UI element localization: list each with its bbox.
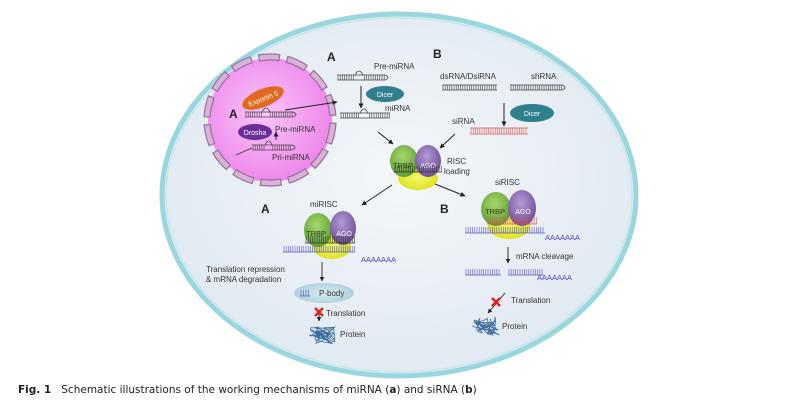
dsrna-label: dsRNA/DsiRNA bbox=[440, 72, 497, 81]
envelope-segment bbox=[211, 70, 230, 93]
p-body: P-body bbox=[294, 283, 354, 303]
envelope-segment bbox=[285, 55, 308, 72]
sirisc-trbp-label: TRBP bbox=[485, 207, 505, 216]
nucleus bbox=[203, 53, 337, 187]
sirisc-ago-label: AGO bbox=[515, 209, 531, 216]
envelope-segment bbox=[286, 167, 310, 184]
envelope-segment bbox=[203, 95, 215, 118]
mirisc-complex: TRBP AGO bbox=[283, 211, 356, 259]
cyto-pre-mirna-label: Pre-miRNA bbox=[374, 62, 415, 71]
dsrna-duplex bbox=[442, 84, 497, 91]
sirisc-cleavage: mRNA cleavage bbox=[516, 252, 574, 261]
envelope-segment bbox=[259, 178, 283, 187]
arrow-to-sirisc bbox=[434, 183, 466, 197]
sirisc-protein: Protein bbox=[502, 322, 527, 331]
arrow-sirna-to-risc bbox=[439, 133, 456, 149]
arrow-export bbox=[284, 100, 338, 111]
mirisc-trbp-label: TRBP bbox=[306, 229, 326, 238]
caption-text-3: ) bbox=[472, 384, 477, 396]
mirisc-effect-2: & mRNA degradation bbox=[206, 275, 281, 284]
risc-loaded-strand bbox=[394, 166, 442, 173]
mirisc-translation: Translation bbox=[326, 309, 365, 318]
sirisc-polya: AAAAAAA bbox=[545, 233, 580, 242]
panel-label-b-sirisc: B bbox=[440, 202, 449, 216]
mirisc-ago-label: AGO bbox=[336, 231, 352, 238]
shrna-hairpin bbox=[510, 84, 566, 91]
shrna-label: shRNA bbox=[531, 72, 557, 81]
dicer-b-label: Dicer bbox=[524, 111, 541, 118]
translation-block-b bbox=[487, 292, 506, 314]
sirisc-title: siRISC bbox=[495, 178, 520, 187]
pri-mirna bbox=[252, 140, 296, 151]
mirna-label: miRNA bbox=[385, 104, 411, 113]
envelope-segment bbox=[310, 147, 329, 170]
panel-label-nucleus: A bbox=[229, 107, 238, 121]
envelope-segment bbox=[232, 168, 255, 185]
sirna-duplex bbox=[470, 127, 528, 135]
caption-text-1: Schematic illustrations of the working m… bbox=[61, 384, 390, 396]
mirisc-protein: Protein bbox=[340, 330, 365, 339]
protein-icon-b bbox=[471, 316, 500, 336]
sirisc-complex: TRBP AGO bbox=[465, 190, 545, 239]
figure-caption: Fig. 1 Schematic illustrations of the wo… bbox=[18, 384, 477, 396]
pre-mirna-nucleus bbox=[245, 107, 297, 118]
nuclear-envelope bbox=[203, 53, 337, 187]
envelope-segment bbox=[257, 53, 281, 62]
arrow-to-mirisc bbox=[361, 184, 393, 206]
cyto-pre-mirna bbox=[337, 70, 389, 81]
caption-text-2: ) and siRNA ( bbox=[396, 384, 466, 396]
panel-label-a-mirisc: A bbox=[261, 202, 270, 216]
dicer-a: Dicer bbox=[366, 86, 404, 102]
envelope-segment bbox=[230, 56, 254, 73]
block-x-icon-b bbox=[491, 297, 501, 307]
pri-mirna-label: Pri-miRNA bbox=[272, 153, 310, 162]
caption-b: b bbox=[465, 384, 473, 396]
risc-label-2: loading bbox=[444, 167, 470, 176]
pbody-mrna-fragment bbox=[300, 290, 310, 297]
protein-icon-a bbox=[308, 326, 337, 345]
sirisc-guide-strand bbox=[487, 217, 537, 225]
drosha: Drosha bbox=[238, 124, 272, 140]
caption-fig-label: Fig. 1 bbox=[18, 384, 52, 396]
mirisc-polya: AAAAAAA bbox=[361, 255, 396, 264]
panel-label-b-top: B bbox=[433, 47, 442, 61]
risc-loading-complex: TRBP AGO bbox=[390, 145, 442, 190]
arrow-mirna-to-risc bbox=[377, 131, 394, 145]
cleaved-polya: AAAAAAA bbox=[537, 273, 572, 282]
cell-membrane-inner bbox=[165, 17, 633, 373]
risc-trbp-label: TRBP bbox=[393, 161, 413, 170]
nucleus-pre-mirna-label: Pre-miRNA bbox=[275, 125, 316, 134]
mirisc-title: miRISC bbox=[310, 200, 338, 209]
panel-label-a-top: A bbox=[327, 50, 336, 64]
mirisc-guide-strand bbox=[305, 236, 355, 244]
block-x-icon-a bbox=[314, 307, 324, 317]
translation-block-a bbox=[314, 307, 324, 322]
mature-mirna-duplex bbox=[340, 108, 390, 119]
sirisc-translation: Translation bbox=[511, 296, 550, 305]
envelope-segment bbox=[325, 122, 337, 145]
caption-a: a bbox=[389, 384, 397, 396]
sirna-label: siRNA bbox=[452, 117, 475, 126]
mirisc-target-mrna bbox=[283, 246, 355, 253]
pbody-label: P-body bbox=[319, 289, 344, 298]
cleaved-mrna-fragments bbox=[465, 269, 544, 276]
mirisc-effect-1: Translation repression bbox=[206, 265, 285, 274]
envelope-segment bbox=[212, 149, 232, 171]
sirisc-target-mrna bbox=[465, 227, 545, 234]
risc-label-1: RISC bbox=[447, 157, 466, 166]
dicer-a-label: Dicer bbox=[377, 92, 394, 99]
envelope-segment bbox=[203, 123, 216, 147]
dicer-b: Dicer bbox=[510, 104, 554, 122]
pri-mirna-tail bbox=[235, 147, 253, 156]
envelope-segment bbox=[308, 69, 328, 91]
drosha-label: Drosha bbox=[244, 130, 267, 137]
